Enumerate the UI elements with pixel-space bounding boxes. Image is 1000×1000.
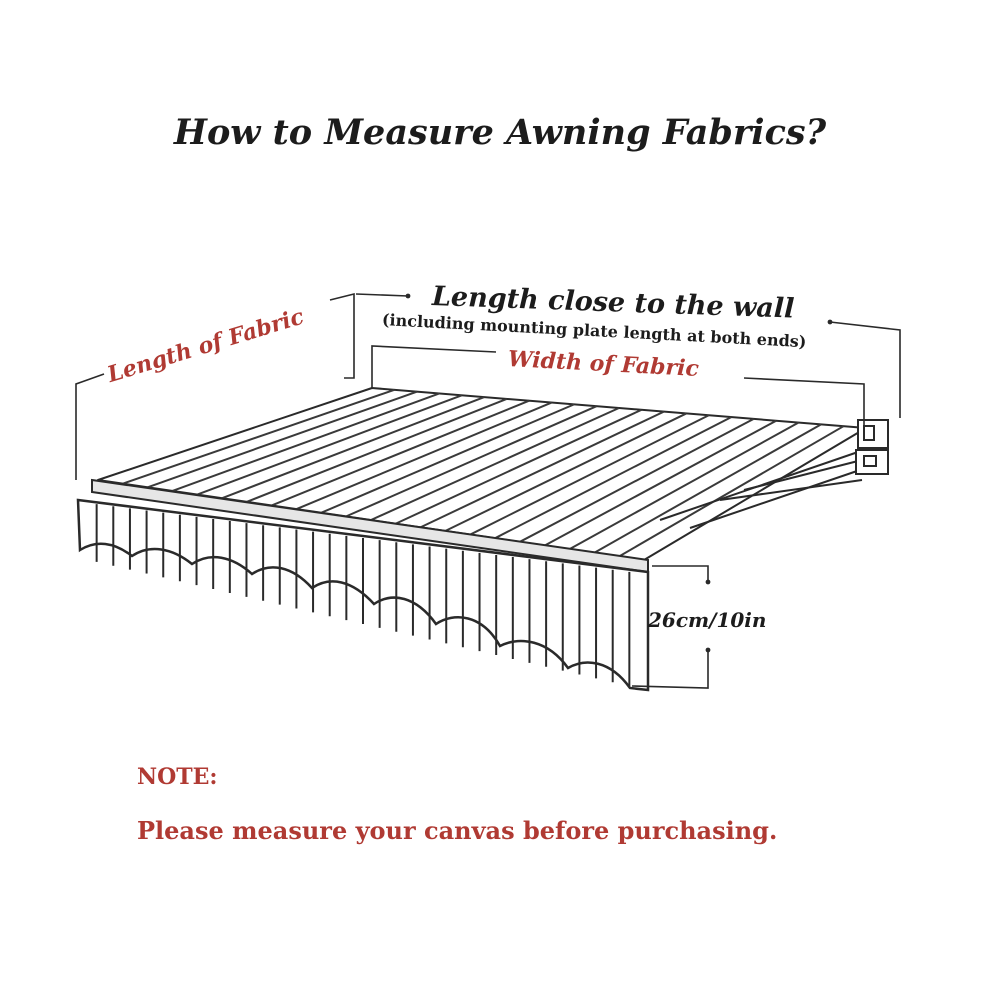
diagram-title: How to Measure Awning Fabrics? — [173, 112, 827, 153]
canopy-stripe — [370, 407, 620, 521]
canopy-stripe — [122, 388, 395, 485]
awning-valance — [76, 498, 650, 692]
canopy-stripe — [172, 392, 440, 492]
canopy-stripe — [246, 397, 508, 503]
canopy-stripe — [147, 390, 418, 489]
measurement-lines — [75, 292, 901, 689]
canopy-stripe — [569, 421, 800, 550]
canopy-stripe — [469, 414, 710, 536]
canopy-stripe — [494, 416, 732, 540]
canopy-stripe — [345, 405, 597, 518]
canopy-stripe — [445, 412, 687, 532]
canopy-stripes — [122, 388, 845, 558]
canopy-stripe — [395, 408, 642, 525]
valance-height-label: 26cm/10in — [648, 608, 767, 632]
canopy-stripe — [271, 399, 530, 507]
canopy-stripe — [519, 418, 755, 543]
canopy-stripe — [420, 410, 665, 529]
canopy-stripe — [221, 396, 485, 500]
canopy-stripe — [196, 394, 463, 496]
canopy-stripe — [320, 403, 575, 514]
measurement-dots — [405, 293, 833, 653]
canopy-stripe — [296, 401, 553, 511]
canopy-stripe — [618, 425, 845, 558]
canopy-stripe — [544, 419, 777, 547]
note-heading: NOTE: — [137, 764, 218, 790]
note-text: Please measure your canvas before purcha… — [137, 816, 778, 845]
mounting-bracket-icon — [855, 419, 889, 475]
canopy-stripe — [593, 423, 822, 554]
awning-arms — [659, 451, 863, 529]
